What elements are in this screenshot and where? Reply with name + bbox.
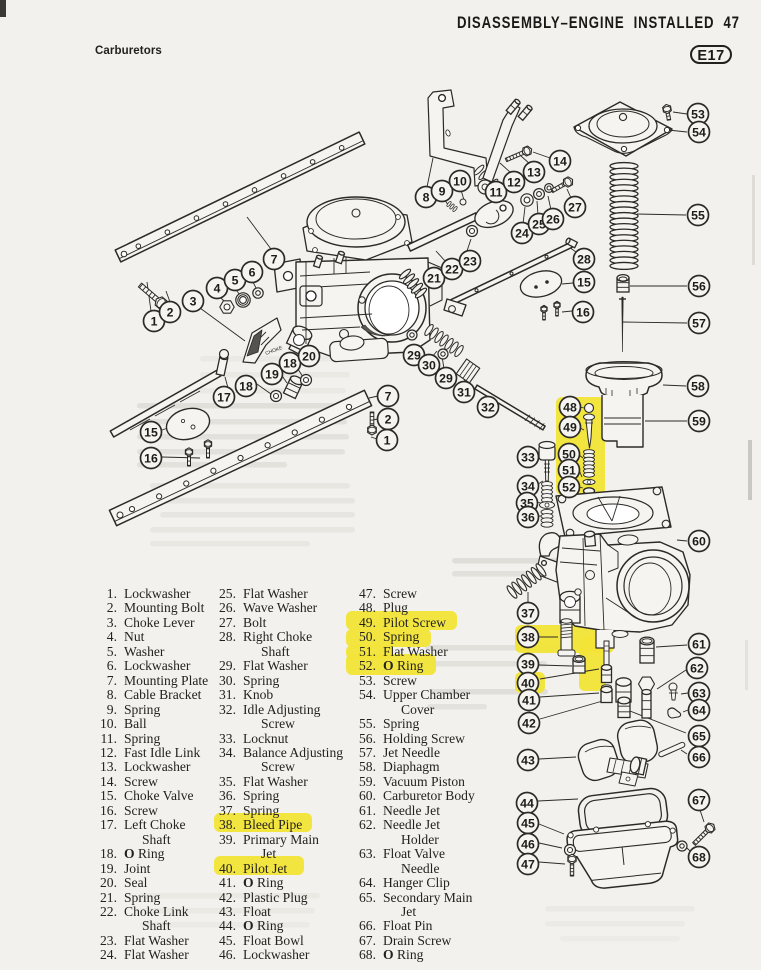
svg-text:24: 24 [515, 226, 529, 240]
svg-text:33: 33 [521, 450, 535, 464]
svg-text:68: 68 [692, 850, 706, 864]
svg-text:4: 4 [214, 281, 221, 295]
svg-text:1: 1 [384, 433, 391, 447]
svg-text:15: 15 [577, 275, 591, 289]
svg-text:12: 12 [507, 175, 521, 189]
svg-text:56: 56 [692, 279, 706, 293]
svg-text:19: 19 [265, 367, 279, 381]
svg-text:17: 17 [217, 390, 231, 404]
svg-text:67: 67 [692, 793, 706, 807]
svg-text:30: 30 [422, 358, 436, 372]
svg-text:38: 38 [521, 630, 535, 644]
svg-text:16: 16 [144, 451, 158, 465]
svg-text:9: 9 [439, 184, 446, 198]
svg-text:16: 16 [576, 305, 590, 319]
svg-text:CHOKE: CHOKE [265, 345, 284, 357]
svg-text:43: 43 [521, 753, 535, 767]
svg-text:7: 7 [385, 389, 392, 403]
svg-text:65: 65 [692, 729, 706, 743]
svg-text:37: 37 [521, 606, 535, 620]
svg-text:3: 3 [190, 294, 197, 308]
svg-text:49: 49 [563, 420, 577, 434]
svg-text:34: 34 [521, 479, 535, 493]
svg-text:63: 63 [692, 686, 706, 700]
svg-text:31: 31 [457, 385, 471, 399]
svg-text:18: 18 [239, 379, 253, 393]
svg-text:26: 26 [546, 212, 560, 226]
svg-text:64: 64 [692, 703, 706, 717]
svg-text:53: 53 [691, 107, 705, 121]
svg-text:1: 1 [151, 314, 158, 328]
svg-text:48: 48 [563, 400, 577, 414]
svg-text:32: 32 [481, 400, 495, 414]
svg-text:7: 7 [271, 252, 278, 266]
svg-text:46: 46 [521, 837, 535, 851]
svg-text:6: 6 [249, 265, 256, 279]
svg-text:2: 2 [385, 412, 392, 426]
svg-text:58: 58 [691, 379, 705, 393]
svg-text:10: 10 [453, 174, 467, 188]
svg-text:50: 50 [562, 447, 576, 461]
svg-text:59: 59 [692, 414, 706, 428]
svg-text:44: 44 [520, 796, 534, 810]
svg-text:27: 27 [568, 200, 582, 214]
svg-text:51: 51 [562, 463, 576, 477]
svg-text:29: 29 [407, 348, 421, 362]
svg-text:40: 40 [521, 676, 535, 690]
svg-text:36: 36 [521, 510, 535, 524]
svg-text:45: 45 [521, 816, 535, 830]
svg-text:15: 15 [144, 425, 158, 439]
svg-text:29: 29 [439, 371, 453, 385]
svg-text:28: 28 [577, 252, 591, 266]
svg-text:66: 66 [692, 750, 706, 764]
svg-text:61: 61 [692, 637, 706, 651]
svg-text:8: 8 [423, 190, 430, 204]
svg-text:22: 22 [445, 262, 459, 276]
svg-text:42: 42 [522, 716, 536, 730]
svg-text:60: 60 [692, 534, 706, 548]
svg-text:11: 11 [490, 185, 503, 199]
svg-text:2: 2 [167, 305, 174, 319]
svg-text:21: 21 [427, 271, 441, 285]
svg-text:57: 57 [692, 316, 706, 330]
svg-text:14: 14 [553, 154, 567, 168]
svg-text:18: 18 [283, 356, 297, 370]
svg-text:20: 20 [302, 349, 316, 363]
svg-text:47: 47 [521, 857, 535, 871]
svg-text:23: 23 [463, 254, 477, 268]
svg-text:62: 62 [690, 661, 704, 675]
svg-text:52: 52 [562, 480, 576, 494]
svg-text:41: 41 [522, 693, 536, 707]
svg-text:55: 55 [691, 208, 705, 222]
svg-text:39: 39 [521, 657, 535, 671]
svg-text:54: 54 [692, 125, 706, 139]
svg-text:5: 5 [232, 273, 239, 287]
svg-text:13: 13 [527, 165, 541, 179]
